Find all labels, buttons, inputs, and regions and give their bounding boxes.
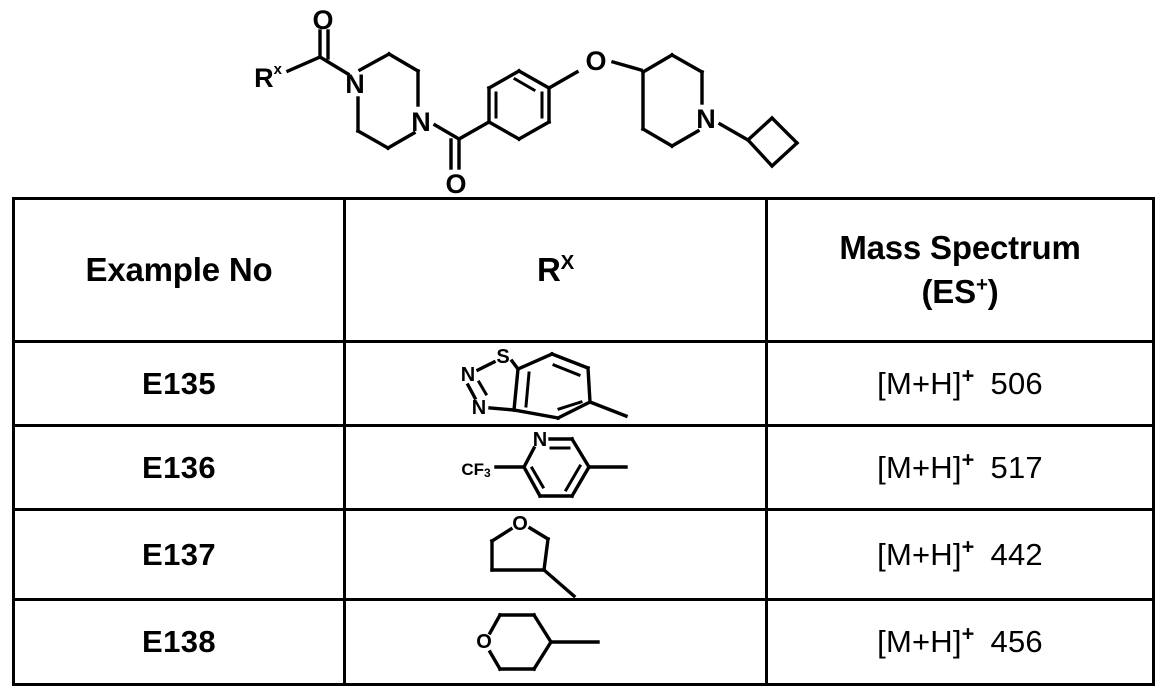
label-nitrogen-piperazine-right: N bbox=[411, 107, 431, 137]
mass-charge: + bbox=[961, 362, 975, 388]
column-header-mass-spectrum-label: Mass Spectrum (ES+) bbox=[768, 229, 1152, 311]
cell-mass-spectrum: [M+H]+442 bbox=[765, 508, 1155, 601]
tetrahydropyran-structure: O bbox=[476, 612, 600, 672]
mass-species: [M+H] bbox=[877, 536, 962, 572]
mass-value: 456 bbox=[990, 624, 1043, 659]
mass-charge: + bbox=[961, 533, 975, 559]
table-row: E137 O bbox=[12, 508, 1155, 601]
label-r-group: Rx bbox=[254, 61, 283, 94]
cell-rx-structure: O bbox=[343, 598, 768, 686]
column-header-example-no: Example No bbox=[12, 197, 346, 343]
mass-species: [M+H] bbox=[877, 624, 962, 659]
generic-structure-diagram: Rx O N N O bbox=[0, 0, 1163, 196]
structure-svg: Rx O N N O bbox=[254, 5, 800, 196]
data-table-container: Example No RX Mass Spectrum (ES+) bbox=[12, 197, 1155, 686]
table-row: E138 O bbox=[12, 598, 1155, 686]
column-header-mass-spectrum-sublabel: (ES+) bbox=[921, 272, 999, 310]
cell-mass-spectrum: [M+H]+506 bbox=[765, 340, 1155, 427]
column-header-rx-label: RX bbox=[536, 250, 575, 288]
column-header-rx: RX bbox=[343, 197, 768, 343]
label-trifluoromethyl: CF3 bbox=[461, 459, 491, 480]
mass-charge: + bbox=[961, 446, 975, 472]
mass-species: [M+H] bbox=[877, 365, 962, 401]
label-oxygen-thp: O bbox=[476, 631, 492, 653]
column-header-example-no-label: Example No bbox=[85, 250, 273, 288]
label-nitrogen-1: N bbox=[461, 364, 475, 386]
cell-mass-spectrum: [M+H]+456 bbox=[765, 598, 1155, 686]
table-header-row: Example No RX Mass Spectrum (ES+) bbox=[12, 197, 1155, 343]
label-nitrogen-piperazine-left: N bbox=[345, 69, 365, 99]
mass-species: [M+H] bbox=[877, 449, 962, 485]
mass-charge: + bbox=[961, 620, 975, 646]
cell-rx-structure: CF3 N bbox=[343, 424, 768, 511]
trifluoromethylpyridine-structure: CF3 N bbox=[461, 429, 628, 498]
tetrahydrofuran-structure: O bbox=[489, 513, 577, 598]
examples-table: Example No RX Mass Spectrum (ES+) bbox=[12, 197, 1155, 686]
mass-value: 506 bbox=[990, 365, 1043, 401]
cell-example-no: E136 bbox=[12, 424, 346, 511]
cell-rx-structure: O bbox=[343, 508, 768, 601]
benzothiadiazole-structure: S N N bbox=[461, 346, 629, 420]
label-nitrogen-2: N bbox=[472, 397, 486, 419]
label-ether-oxygen: O bbox=[585, 46, 606, 76]
column-header-rx-superscript: X bbox=[560, 250, 575, 274]
table-row: E136 CF3 N bbox=[12, 424, 1155, 511]
label-nitrogen-pyridine: N bbox=[533, 429, 547, 451]
label-oxygen-bottom: O bbox=[445, 169, 466, 196]
mass-value: 517 bbox=[990, 449, 1043, 485]
column-header-mass-spectrum: Mass Spectrum (ES+) bbox=[765, 197, 1155, 343]
table-row: E135 S N N bbox=[12, 340, 1155, 427]
cell-example-no: E135 bbox=[12, 340, 346, 427]
cell-example-no: E137 bbox=[12, 508, 346, 601]
cell-mass-spectrum: [M+H]+517 bbox=[765, 424, 1155, 511]
label-oxygen-top: O bbox=[312, 5, 333, 35]
cell-example-no: E138 bbox=[12, 598, 346, 686]
mass-value: 442 bbox=[990, 536, 1043, 572]
cell-rx-structure: S N N bbox=[343, 340, 768, 427]
label-sulfur: S bbox=[496, 346, 509, 368]
label-piperidine-nitrogen: N bbox=[696, 104, 716, 134]
label-oxygen-thf: O bbox=[512, 513, 528, 535]
